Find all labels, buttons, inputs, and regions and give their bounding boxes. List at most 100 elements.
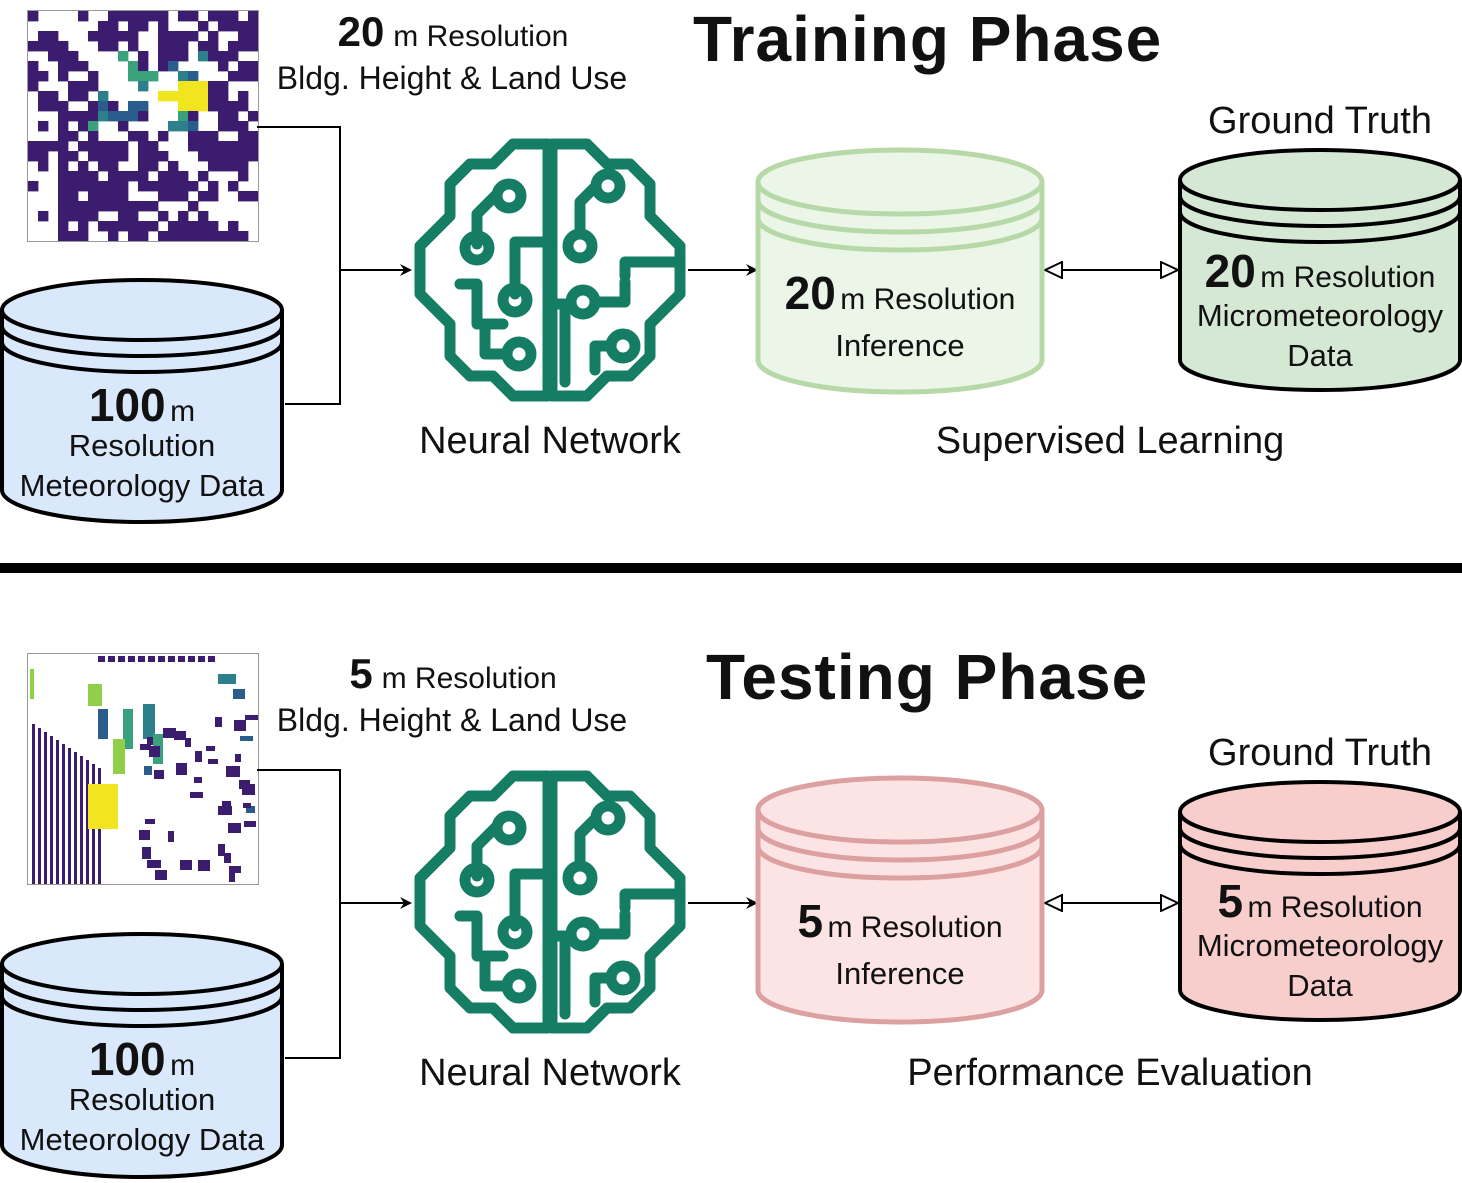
map-cell	[108, 141, 119, 152]
map-cell	[58, 61, 69, 72]
map-cell	[238, 61, 249, 72]
map-cell	[78, 171, 89, 182]
map-building	[138, 656, 145, 662]
map-building	[144, 766, 152, 775]
map-cell	[218, 121, 229, 132]
map-cell	[248, 151, 258, 162]
map-cell	[238, 151, 249, 162]
map-building	[198, 860, 210, 871]
training-ground-truth-caption: Ground Truth	[1208, 100, 1432, 142]
map-cell	[148, 141, 159, 152]
map-cell	[158, 41, 169, 52]
map-cell	[158, 61, 169, 72]
map-cell	[58, 51, 69, 62]
map-building	[218, 674, 236, 684]
map-cell	[208, 41, 219, 52]
map-cell	[138, 151, 149, 162]
map-cell	[198, 191, 209, 202]
map-cell	[158, 181, 169, 192]
map-building	[243, 803, 251, 808]
map-cell	[88, 171, 99, 182]
map-cell	[248, 111, 258, 122]
map-building	[32, 724, 35, 884]
map-cell	[218, 11, 229, 22]
map-cell	[78, 61, 89, 72]
map-cell	[98, 161, 109, 172]
map-cell	[158, 91, 169, 102]
training-method-label: Supervised Learning	[935, 420, 1285, 462]
map-cell	[78, 141, 89, 152]
map-cell	[178, 231, 189, 241]
map-cell	[228, 181, 239, 192]
map-building	[30, 669, 34, 699]
map-cell	[108, 191, 119, 202]
training-inference-label: 20 m Resolution Inference	[758, 266, 1042, 364]
map-cell	[238, 131, 249, 142]
map-cell	[38, 141, 49, 152]
map-cell	[248, 141, 258, 152]
map-cell	[138, 21, 149, 32]
training-inference-cylinder	[755, 147, 1045, 395]
map-cell	[148, 161, 159, 172]
map-cell	[98, 151, 109, 162]
map-cell	[118, 201, 129, 212]
map-cell	[88, 81, 99, 92]
map-cell	[108, 161, 119, 172]
map-building	[240, 736, 253, 741]
map-cell	[58, 111, 69, 122]
map-cell	[188, 231, 199, 241]
map-cell	[148, 221, 159, 232]
map-cell	[238, 71, 249, 82]
map-cell	[48, 91, 59, 102]
map-cell	[118, 51, 129, 62]
map-cell	[78, 211, 89, 222]
testing-map-res-unit: m Resolution	[381, 662, 557, 695]
map-cell	[178, 31, 189, 42]
testing-meteo-line1: Resolution	[68, 1082, 216, 1117]
map-cell	[218, 51, 229, 62]
map-cell	[128, 111, 139, 122]
map-cell	[88, 211, 99, 222]
map-cell	[28, 151, 39, 162]
map-building	[180, 860, 192, 870]
map-cell	[68, 91, 79, 102]
map-cell	[128, 31, 139, 42]
map-cell	[128, 131, 139, 142]
map-cell	[238, 121, 249, 132]
map-cell	[118, 171, 129, 182]
map-cell	[158, 131, 169, 142]
map-cell	[238, 191, 249, 202]
map-building	[88, 684, 102, 706]
training-map-res-value: 20	[337, 8, 385, 55]
map-cell	[118, 11, 129, 22]
map-cell	[98, 111, 109, 122]
map-cell	[58, 101, 69, 112]
map-cell	[158, 191, 169, 202]
map-cell	[238, 31, 249, 42]
map-cell	[128, 101, 139, 112]
training-neural-network-icon	[420, 144, 680, 396]
map-cell	[238, 21, 249, 32]
map-building	[178, 656, 185, 662]
map-cell	[58, 41, 69, 52]
map-cell	[68, 51, 79, 62]
map-cell	[128, 11, 139, 22]
map-cell	[178, 91, 189, 102]
map-building	[143, 704, 155, 739]
map-cell	[218, 151, 229, 162]
map-building	[224, 853, 231, 863]
testing-ground-truth-label: 5 m Resolution Micrometeorology Data	[1180, 874, 1460, 1004]
map-cell	[138, 171, 149, 182]
map-cell	[128, 21, 139, 32]
training-meteo-label: 100 m Resolution Meteorology Data	[2, 378, 282, 504]
training-inference-res-unit: m Resolution	[840, 283, 1016, 316]
map-cell	[88, 151, 99, 162]
map-building	[246, 806, 255, 813]
map-cell	[138, 101, 149, 112]
map-cell	[138, 221, 149, 232]
map-building	[194, 777, 202, 783]
map-cell	[28, 11, 39, 22]
map-cell	[228, 51, 239, 62]
map-cell	[118, 151, 129, 162]
map-cell	[198, 231, 209, 241]
